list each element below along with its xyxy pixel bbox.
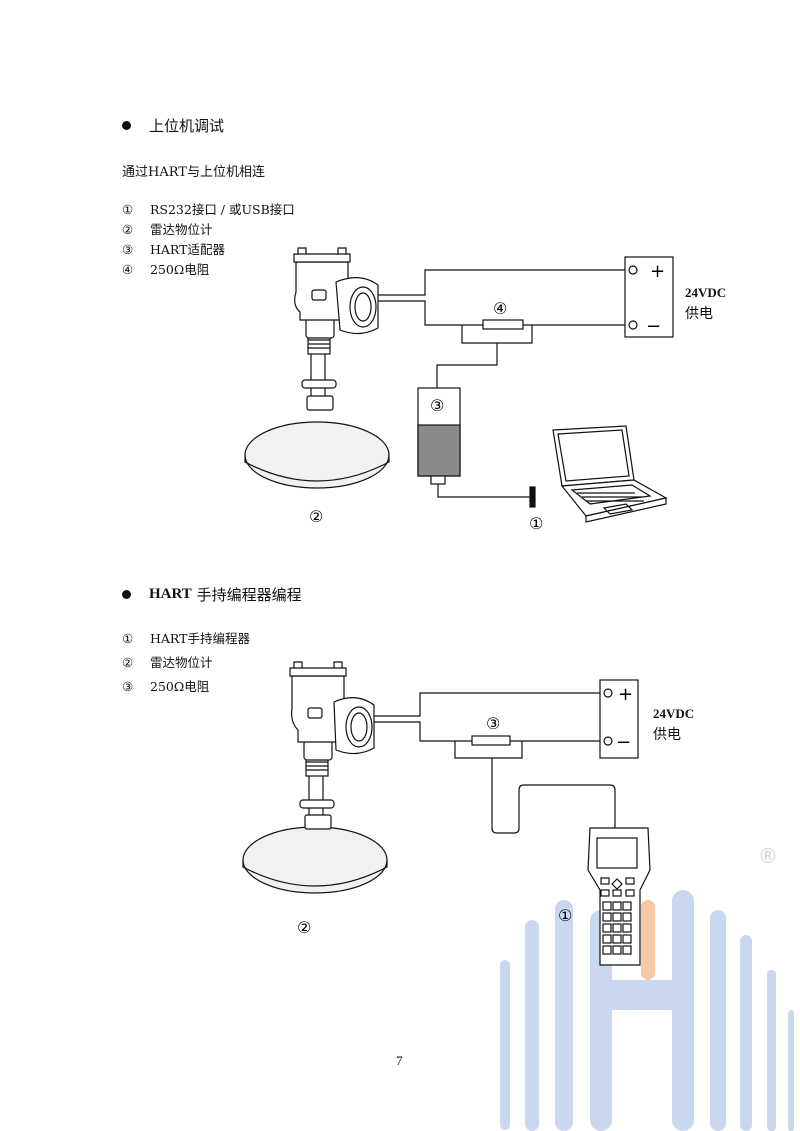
supply-label: 供电 — [653, 727, 681, 743]
supply-voltage-label: 24VDC — [653, 706, 695, 721]
svg-text:②: ② — [297, 918, 311, 937]
svg-text:③: ③ — [486, 714, 500, 733]
registered-mark-icon: ® — [758, 844, 778, 868]
supply-label: 供电 — [685, 306, 713, 322]
hart-handheld-programmer-icon — [587, 827, 651, 966]
laptop-icon — [552, 425, 668, 523]
serial-connector-icon — [529, 486, 536, 508]
svg-text:④: ④ — [493, 299, 507, 318]
section2-heading: HART 手持编程器编程 — [122, 584, 302, 605]
svg-text:+: + — [650, 261, 665, 282]
radar-level-meter-icon — [242, 661, 388, 894]
svg-text:−: − — [616, 732, 631, 753]
wiring-diagram-computer: + − ④ ③ ② ① — [244, 247, 674, 533]
svg-text:②: ② — [309, 507, 323, 526]
wiring-diagram-handheld: + − ③ ② ① — [242, 661, 651, 966]
page-number: 7 — [396, 1053, 403, 1068]
svg-text:①: ① — [558, 906, 572, 925]
svg-text:−: − — [646, 316, 661, 337]
hart-adapter-icon — [417, 387, 530, 498]
section2-title: 手持编程器编程 — [191, 586, 302, 604]
svg-text:③: ③ — [430, 396, 444, 415]
bullet-icon — [122, 121, 131, 130]
resistor-icon — [471, 735, 511, 746]
section1-title: 上位机调试 — [149, 117, 225, 135]
bullet-icon — [122, 590, 131, 599]
resistor-icon — [482, 319, 524, 330]
svg-text:+: + — [618, 684, 633, 705]
section1-heading: 上位机调试 — [122, 115, 224, 136]
section1-intro: 通过HART与上位机相连 — [122, 165, 265, 180]
brand-watermark-logo — [500, 890, 794, 1131]
svg-text:①: ① — [529, 514, 543, 533]
radar-level-meter-icon — [244, 247, 390, 489]
section2-title-bold: HART — [149, 586, 192, 602]
supply-voltage-label: 24VDC — [685, 285, 727, 300]
